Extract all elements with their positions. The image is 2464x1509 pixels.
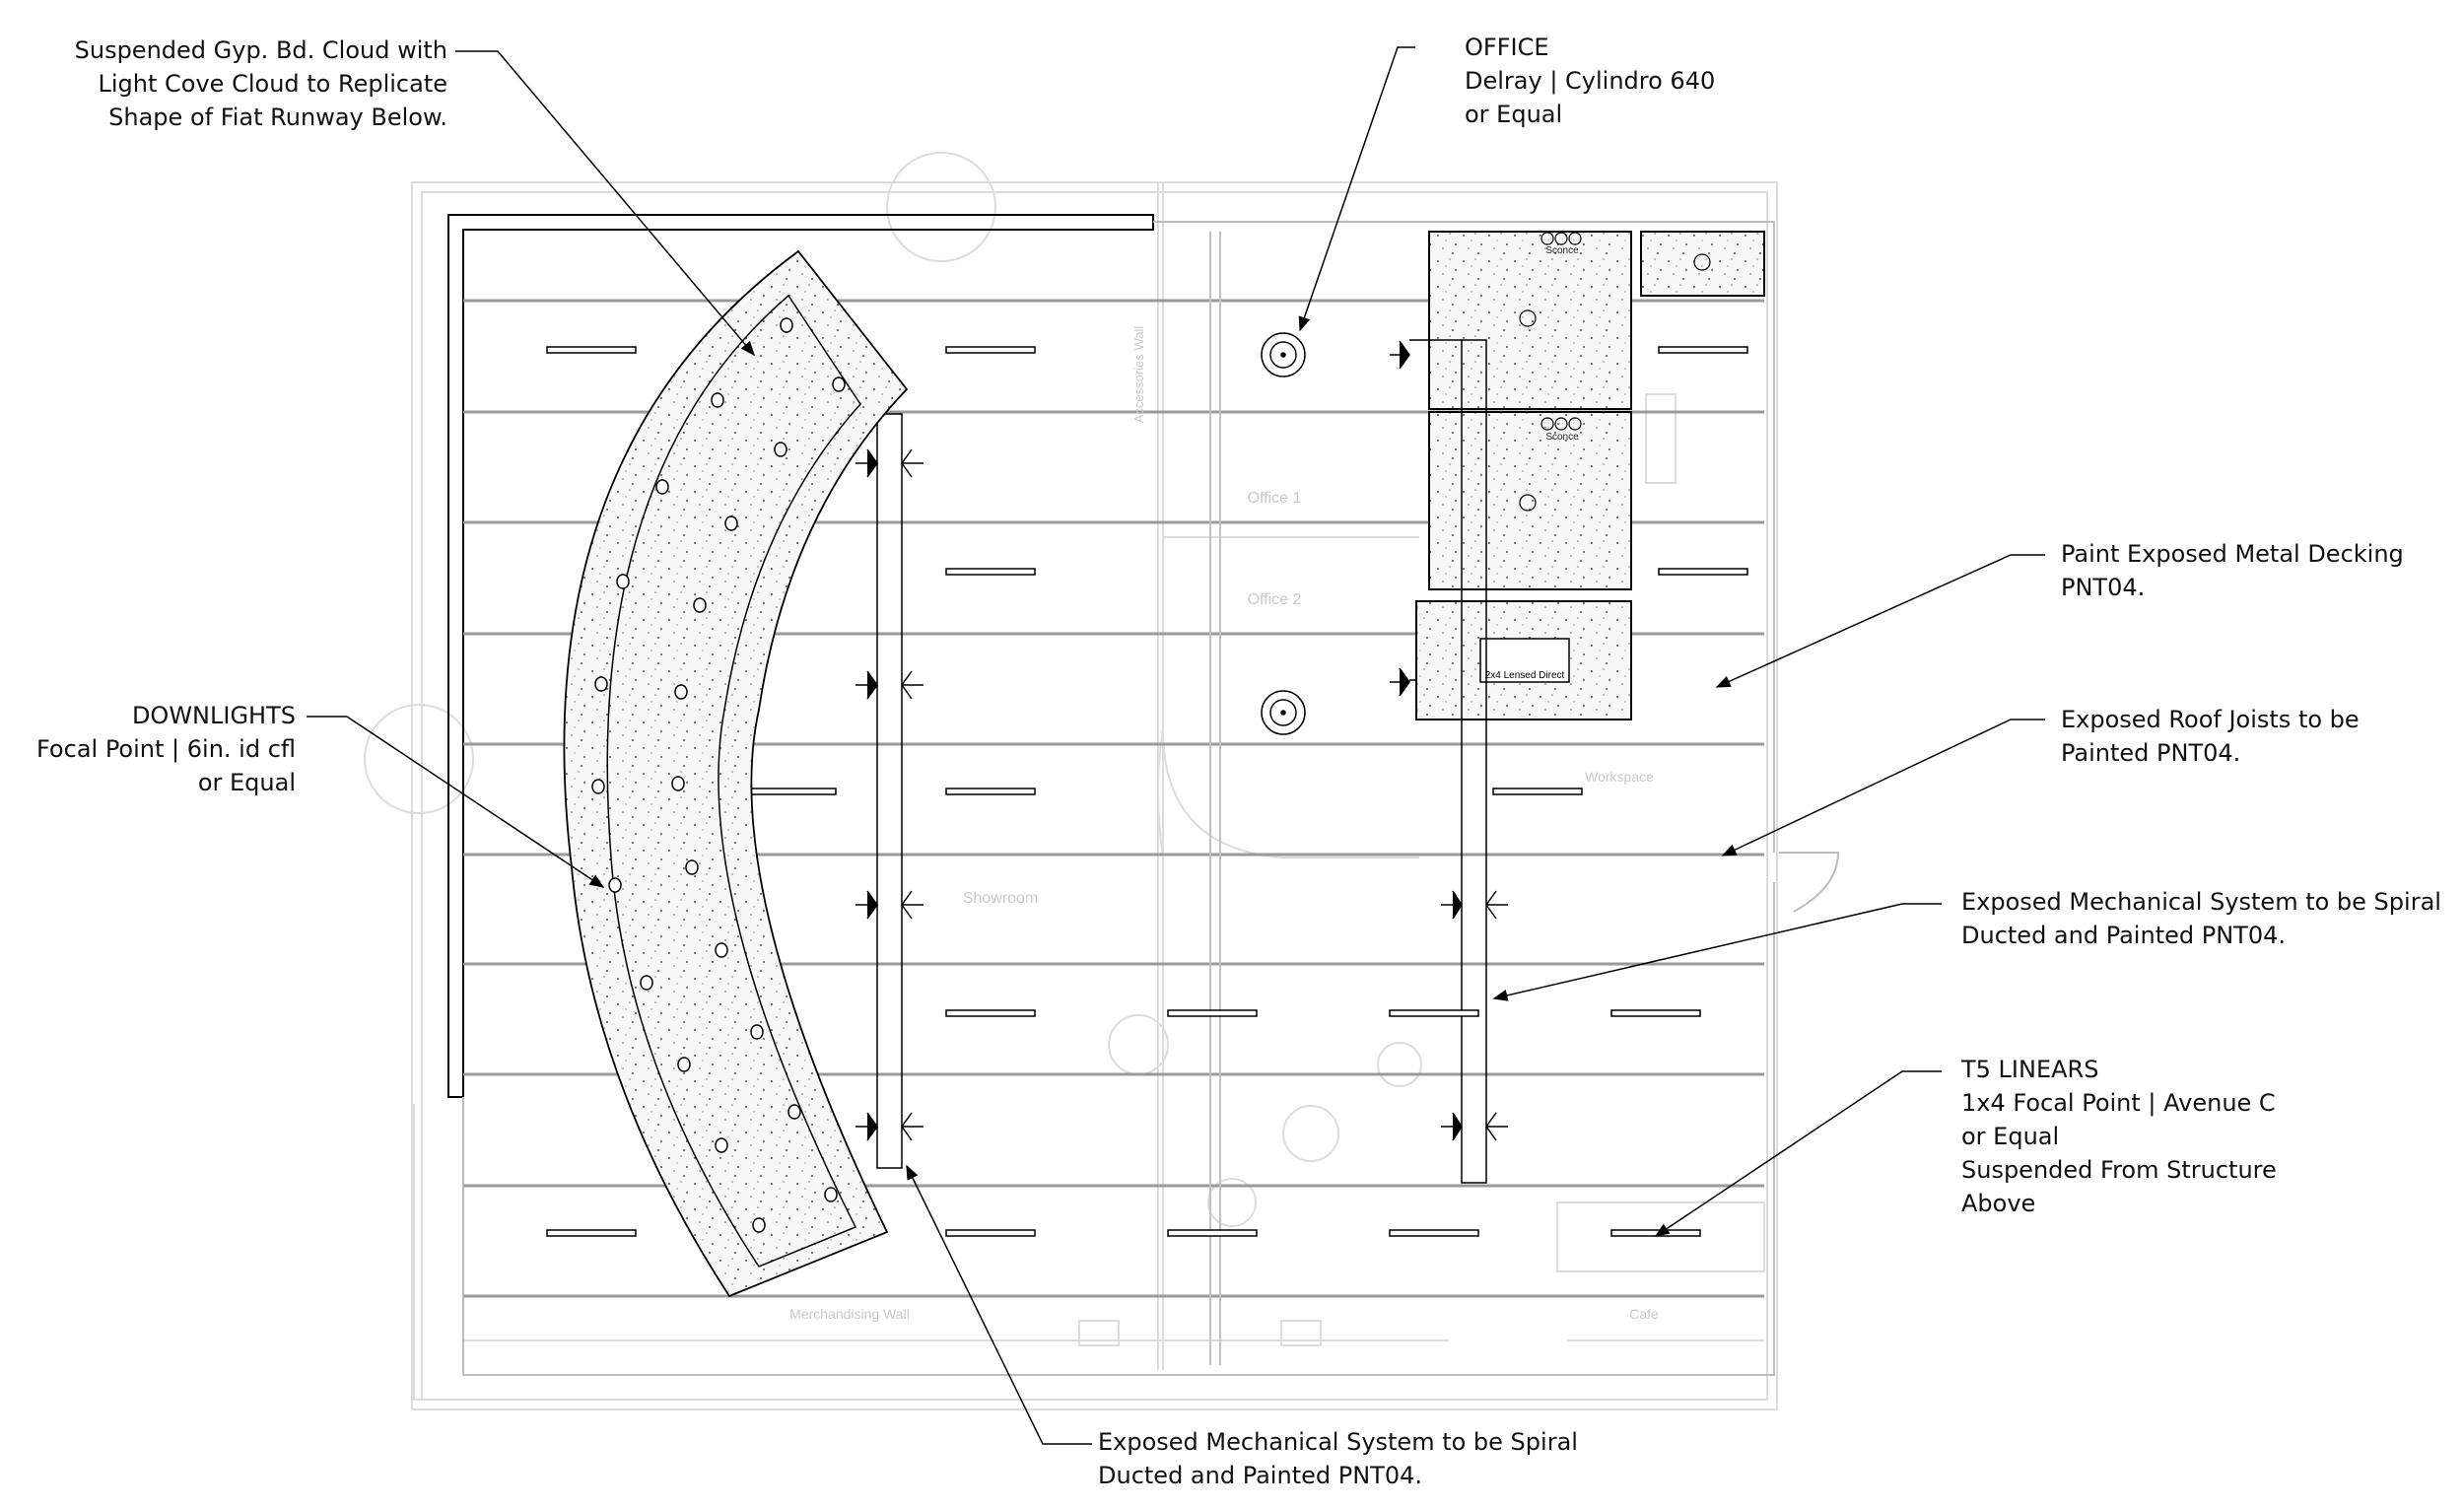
room-workspace: Workspace (1585, 769, 1654, 785)
beams (1209, 232, 1221, 1365)
mechanical-ducts (876, 339, 1487, 1184)
callout-metal-decking: Paint Exposed Metal Decking PNT04. (2061, 540, 2404, 601)
callout-suspended-cloud: Suspended Gyp. Bd. Cloud with Light Cove… (74, 36, 447, 131)
callout-mechanical-bottom: Exposed Mechanical System to be Spiral D… (1098, 1428, 1578, 1489)
sconce-label: Sconce (1545, 245, 1579, 256)
merchandising-wall-label: Merchandising Wall (789, 1306, 910, 1322)
office-pendants (1261, 332, 1306, 735)
lensed-direct-label: 2x4 Lensed Direct (1485, 670, 1565, 681)
callout-roof-joists: Exposed Roof Joists to be Painted PNT04. (2061, 706, 2360, 767)
cafe-label: Cafe (1629, 1306, 1659, 1322)
room-showroom: Showroom (963, 890, 1038, 907)
callout-office-fixture: OFFICE Delray | Cylindro 640 or Equal (1465, 34, 1716, 128)
callout-downlights: DOWNLIGHTS Focal Point | 6in. id cfl or … (35, 702, 296, 796)
building-outline (462, 221, 1840, 1376)
room-office-1: Office 1 (1248, 490, 1302, 507)
lensed-direct-fixture (1479, 638, 1570, 683)
sconce-label: Sconce (1545, 432, 1579, 443)
accessories-wall-label: Accessories Wall (1131, 326, 1146, 424)
faint-floor-plan (364, 152, 1778, 1410)
diffusers (856, 340, 1508, 1141)
leader-lines (307, 46, 2045, 1445)
suspended-cloud (563, 249, 909, 1298)
callout-t5-linears: T5 LINEARS 1x4 Focal Point | Avenue C or… (1961, 1056, 2277, 1217)
exterior-wall (447, 214, 1154, 1098)
sconce-fixtures (1519, 232, 1711, 512)
room-office-2: Office 2 (1248, 591, 1302, 608)
office-ceiling-areas (1415, 231, 1765, 720)
downlights (591, 317, 846, 1233)
callout-mechanical-right: Exposed Mechanical System to be Spiral D… (1961, 888, 2441, 949)
